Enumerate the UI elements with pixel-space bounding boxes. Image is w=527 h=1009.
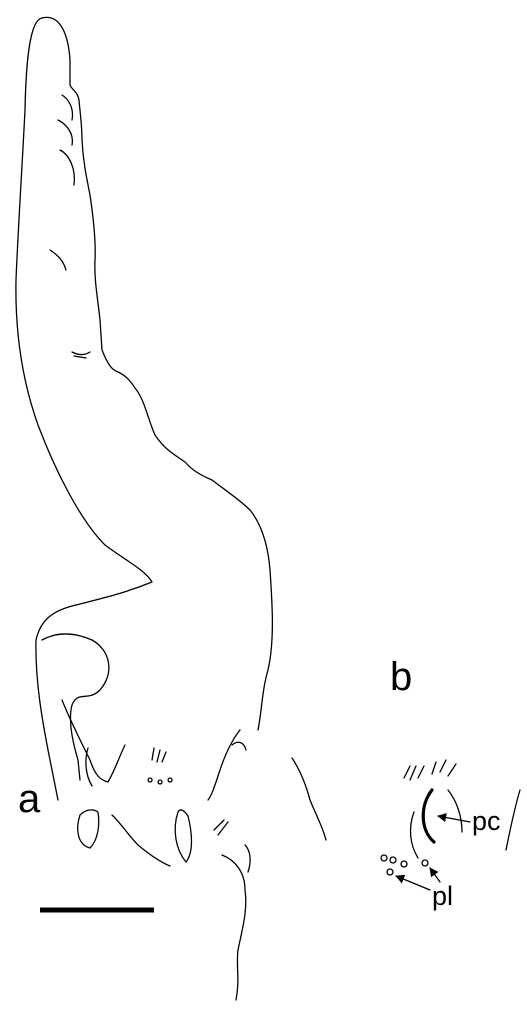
pl-dot-1 bbox=[380, 854, 388, 862]
panel-b-right-line bbox=[505, 789, 521, 851]
pc-thick-arc bbox=[421, 788, 436, 844]
lower-right-fold bbox=[207, 729, 241, 801]
panel-label-b: b bbox=[390, 655, 412, 699]
tissue-fragment-3 bbox=[174, 809, 193, 863]
lower-right-fold-2 bbox=[231, 741, 247, 751]
body-segment-line-4 bbox=[49, 249, 67, 271]
lower-inner-fold bbox=[61, 699, 126, 783]
panel-a-drawing bbox=[15, 16, 327, 1001]
lower-bristles bbox=[151, 747, 167, 763]
pl-dot-3 bbox=[386, 868, 394, 876]
lower-left-lobe bbox=[41, 633, 110, 781]
tissue-fragment-1 bbox=[77, 809, 100, 849]
annotation-pl: pl bbox=[432, 881, 453, 911]
tissue-fragment-5 bbox=[244, 844, 251, 873]
body-outline-right bbox=[41, 16, 274, 731]
internal-mark bbox=[71, 351, 91, 359]
panel-b-drawing bbox=[380, 759, 521, 876]
pl-dot-2 bbox=[389, 856, 397, 864]
panel-label-a: a bbox=[18, 777, 41, 821]
lower-curl bbox=[85, 747, 93, 787]
panel-b-outline-1 bbox=[409, 811, 419, 859]
tissue-strand bbox=[221, 854, 247, 1001]
pc-arrow bbox=[437, 813, 471, 823]
body-outline bbox=[15, 17, 153, 801]
lower-dots bbox=[147, 777, 173, 785]
pl-arrow-1 bbox=[395, 874, 431, 891]
pl-arrow-2 bbox=[429, 867, 441, 883]
body-segment-line-1 bbox=[61, 94, 74, 121]
body-segment-line-2 bbox=[57, 119, 74, 146]
annotation-pc: pc bbox=[472, 806, 501, 836]
panel-b-bristles bbox=[403, 759, 457, 781]
panel-b-outline-2 bbox=[447, 789, 463, 833]
pl-dot-4 bbox=[400, 860, 408, 868]
tissue-fragment-2 bbox=[111, 814, 171, 867]
body-segment-line-3 bbox=[59, 149, 76, 186]
pl-dot-5 bbox=[421, 859, 429, 867]
tissue-fragment-4 bbox=[213, 819, 229, 836]
stray-line bbox=[291, 757, 327, 841]
